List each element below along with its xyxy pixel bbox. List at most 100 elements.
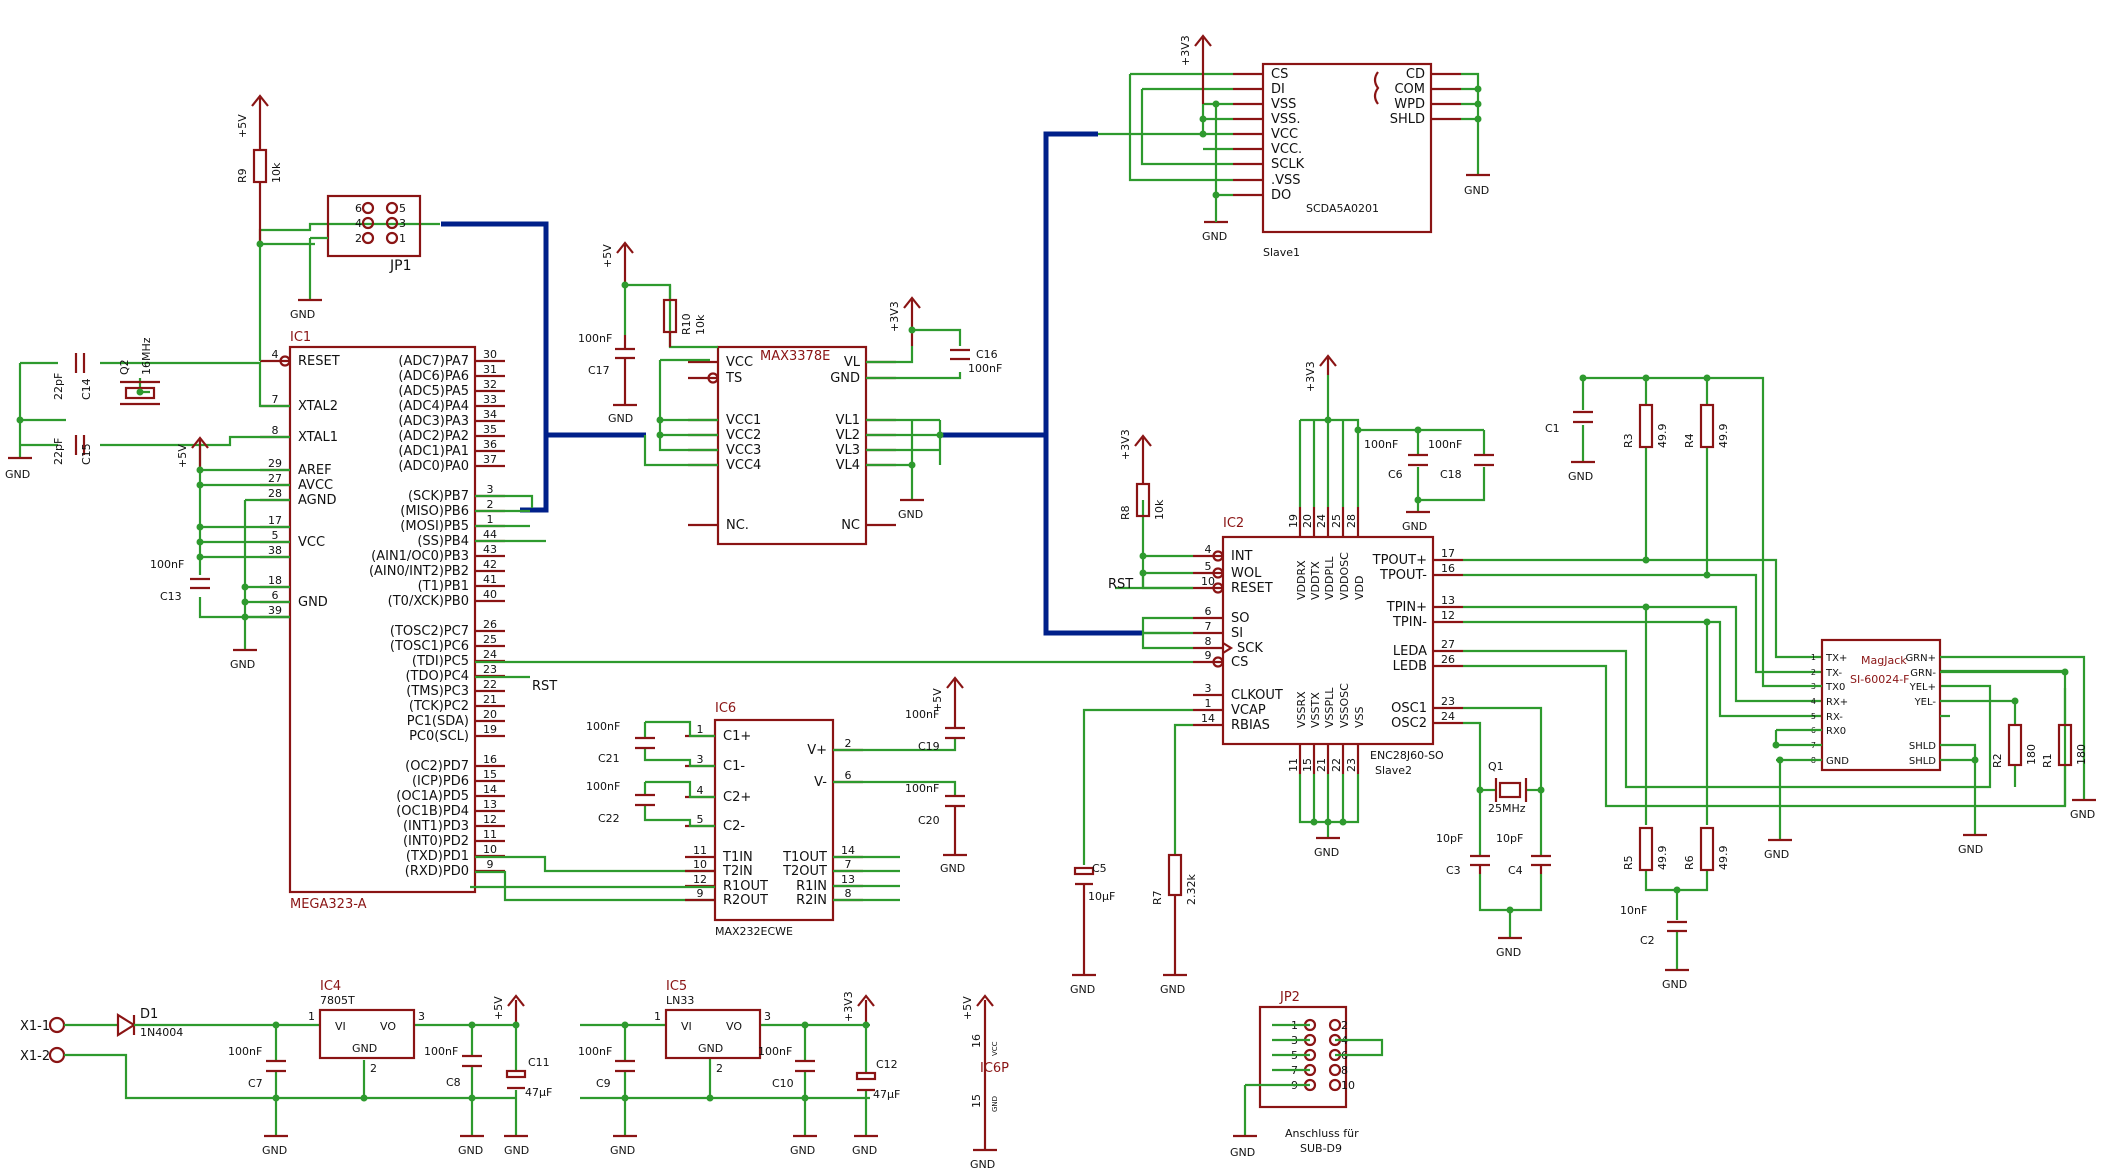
jp2-label2: SUB-D9: [1300, 1142, 1342, 1155]
ic2-pin-name: RESET: [1231, 581, 1273, 596]
jp2-pin: [1328, 1018, 1342, 1032]
c19-value: 100nF: [905, 708, 939, 721]
max3378-supply33: +3V3: [888, 301, 901, 332]
resistor-r1: R1 180: [2041, 723, 2088, 768]
ic4-7805t: IC4 7805T VI VO GND 1 2 3: [308, 979, 425, 1075]
c10-value: 100nF: [758, 1045, 792, 1058]
ic1-pin-name: (TXD)PD1: [406, 849, 469, 864]
slave1-pin-name: VSS.: [1271, 112, 1301, 127]
ic1-pin-number: 4: [272, 348, 279, 361]
jp2-pin-number: 2: [1341, 1019, 1348, 1032]
ic6-pin-number: 1: [697, 723, 704, 736]
ic2-bottom-pin-name: VSSRX: [1295, 691, 1308, 728]
max3378-pin-name: VCC4: [726, 458, 761, 473]
ic6p-power: +5V 16 VCC 15 GND IC6P GND: [961, 994, 1009, 1171]
ic2-pin-name: OSC2: [1391, 716, 1427, 731]
ic6-pin-number: 8: [845, 887, 852, 900]
ic5-vo: VO: [726, 1020, 742, 1033]
supply-5v-ic6: +5V: [931, 676, 964, 728]
ic4-pin2: 2: [370, 1062, 377, 1075]
r8-supply: +3V3: [1119, 429, 1132, 460]
c12-value: 47µF: [873, 1088, 900, 1101]
capacitor-c14: 22pF C14: [52, 353, 93, 400]
gnd-c1-label: GND: [1568, 470, 1593, 483]
ic6-pin-number: 14: [841, 844, 855, 857]
ic2-pin-number: 5: [1205, 560, 1212, 573]
ic1-pin-number: 5: [272, 529, 279, 542]
capacitor-c2: 10nF C2: [1620, 904, 1687, 947]
c16-value: 100nF: [968, 362, 1002, 375]
r8-ref: R8: [1119, 505, 1132, 520]
ic6p-pin16: 16: [970, 1034, 983, 1048]
ic2-pin-inverter: [1212, 567, 1224, 579]
q1-ref: Q1: [1488, 760, 1504, 773]
ic5-vi: VI: [681, 1020, 692, 1033]
slave1-pin-name: CD: [1406, 67, 1425, 82]
gnd-c17-label: GND: [608, 412, 633, 425]
ic6p-vcc: VCC: [991, 1041, 999, 1056]
ic2-bottom-pin-name: VSSTX: [1309, 692, 1322, 728]
ic2-bottom-pin-name: VSSOSC: [1338, 683, 1351, 728]
jp1-pin2: 2: [355, 232, 362, 245]
r9-ref: R9: [236, 168, 249, 183]
ic5-pin2: 2: [716, 1062, 723, 1075]
capacitor-c17: 100nF C17: [578, 332, 635, 405]
ic1-pin-name: XTAL1: [298, 430, 338, 445]
ic1-pin-number: 11: [483, 828, 497, 841]
c12-ref: C12: [876, 1058, 898, 1071]
resistor-r5: R5 49.9: [1622, 826, 1669, 872]
max3378-pin-name: VL3: [836, 443, 860, 458]
magjack-pin-name: GRN+: [1905, 653, 1936, 664]
c22-ref: C22: [598, 812, 620, 825]
magjack-pin-name: RX+: [1826, 697, 1848, 708]
max3378-pin-name: VCC1: [726, 413, 761, 428]
magjack-pin-name: TX-: [1825, 668, 1842, 679]
ic1-pin-number: 9: [487, 858, 494, 871]
ic1-pin-number: 15: [483, 768, 497, 781]
rst-net-label-2: RST: [1108, 577, 1133, 592]
c18-ref: C18: [1440, 468, 1462, 481]
ic6-part: MAX232ECWE: [715, 925, 793, 938]
crystal-q1: Q1 25MHz: [1488, 760, 1528, 815]
c15-ref: C15: [80, 443, 93, 465]
magjack-pin-name: TX0: [1825, 682, 1845, 693]
ic2-part: ENC28J60-SO: [1370, 749, 1444, 762]
c13-value: 100nF: [150, 558, 184, 571]
ic1-pin-name: AVCC: [298, 478, 333, 493]
gnd-shld-label: GND: [1958, 843, 1983, 856]
reg-5v-label: +5V: [492, 996, 505, 1020]
r1-value: 180: [2075, 744, 2088, 765]
ic2-pin-inverter: [1212, 656, 1224, 668]
ic1-pin-number: 23: [483, 663, 497, 676]
ic2-enc28j60: IC2 ENC28J60-SO Slave2 INT4WOL5RESET10SO…: [1193, 507, 1463, 777]
ic2-ref: IC2: [1223, 516, 1244, 531]
ic2-pin-name: TPOUT-: [1379, 568, 1427, 583]
ic1-pin-name: VCC: [298, 535, 325, 550]
ic5-part: LN33: [666, 994, 694, 1007]
ic2-top-pin-number: 25: [1330, 514, 1343, 528]
ic6-wires: [470, 720, 957, 902]
ic1-pin-number: 43: [483, 543, 497, 556]
ic1-pin-number: 1: [487, 513, 494, 526]
ic2-slave: Slave2: [1375, 764, 1412, 777]
r3-ref: R3: [1622, 433, 1635, 448]
c21-ref: C21: [598, 752, 620, 765]
ic1-pin-name: PC1(SDA): [407, 714, 469, 729]
c14-ref: C14: [80, 378, 93, 400]
ic2-pin-name: TPOUT+: [1372, 553, 1427, 568]
ic6-pin-name: R1OUT: [723, 879, 768, 894]
jp1-pin5: 5: [399, 202, 406, 215]
ic2-top-pin-number: 28: [1345, 514, 1358, 528]
ic1-pin-number: 18: [268, 574, 282, 587]
ic1-pin-name: (TDI)PC5: [412, 654, 469, 669]
ic1-pin-name: (TOSC2)PC7: [390, 624, 469, 639]
ic1-pin-number: 35: [483, 423, 497, 436]
ic6-pin-name: C2-: [723, 819, 745, 834]
max3378-pin-name: NC.: [726, 518, 749, 533]
gnd-reg-1: GND: [262, 1144, 287, 1157]
c7-ref: C7: [248, 1077, 263, 1090]
gnd-magjack-label: GND: [1764, 848, 1789, 861]
ic4-gnd: GND: [352, 1042, 377, 1055]
gnd-c2-label: GND: [1662, 978, 1687, 991]
